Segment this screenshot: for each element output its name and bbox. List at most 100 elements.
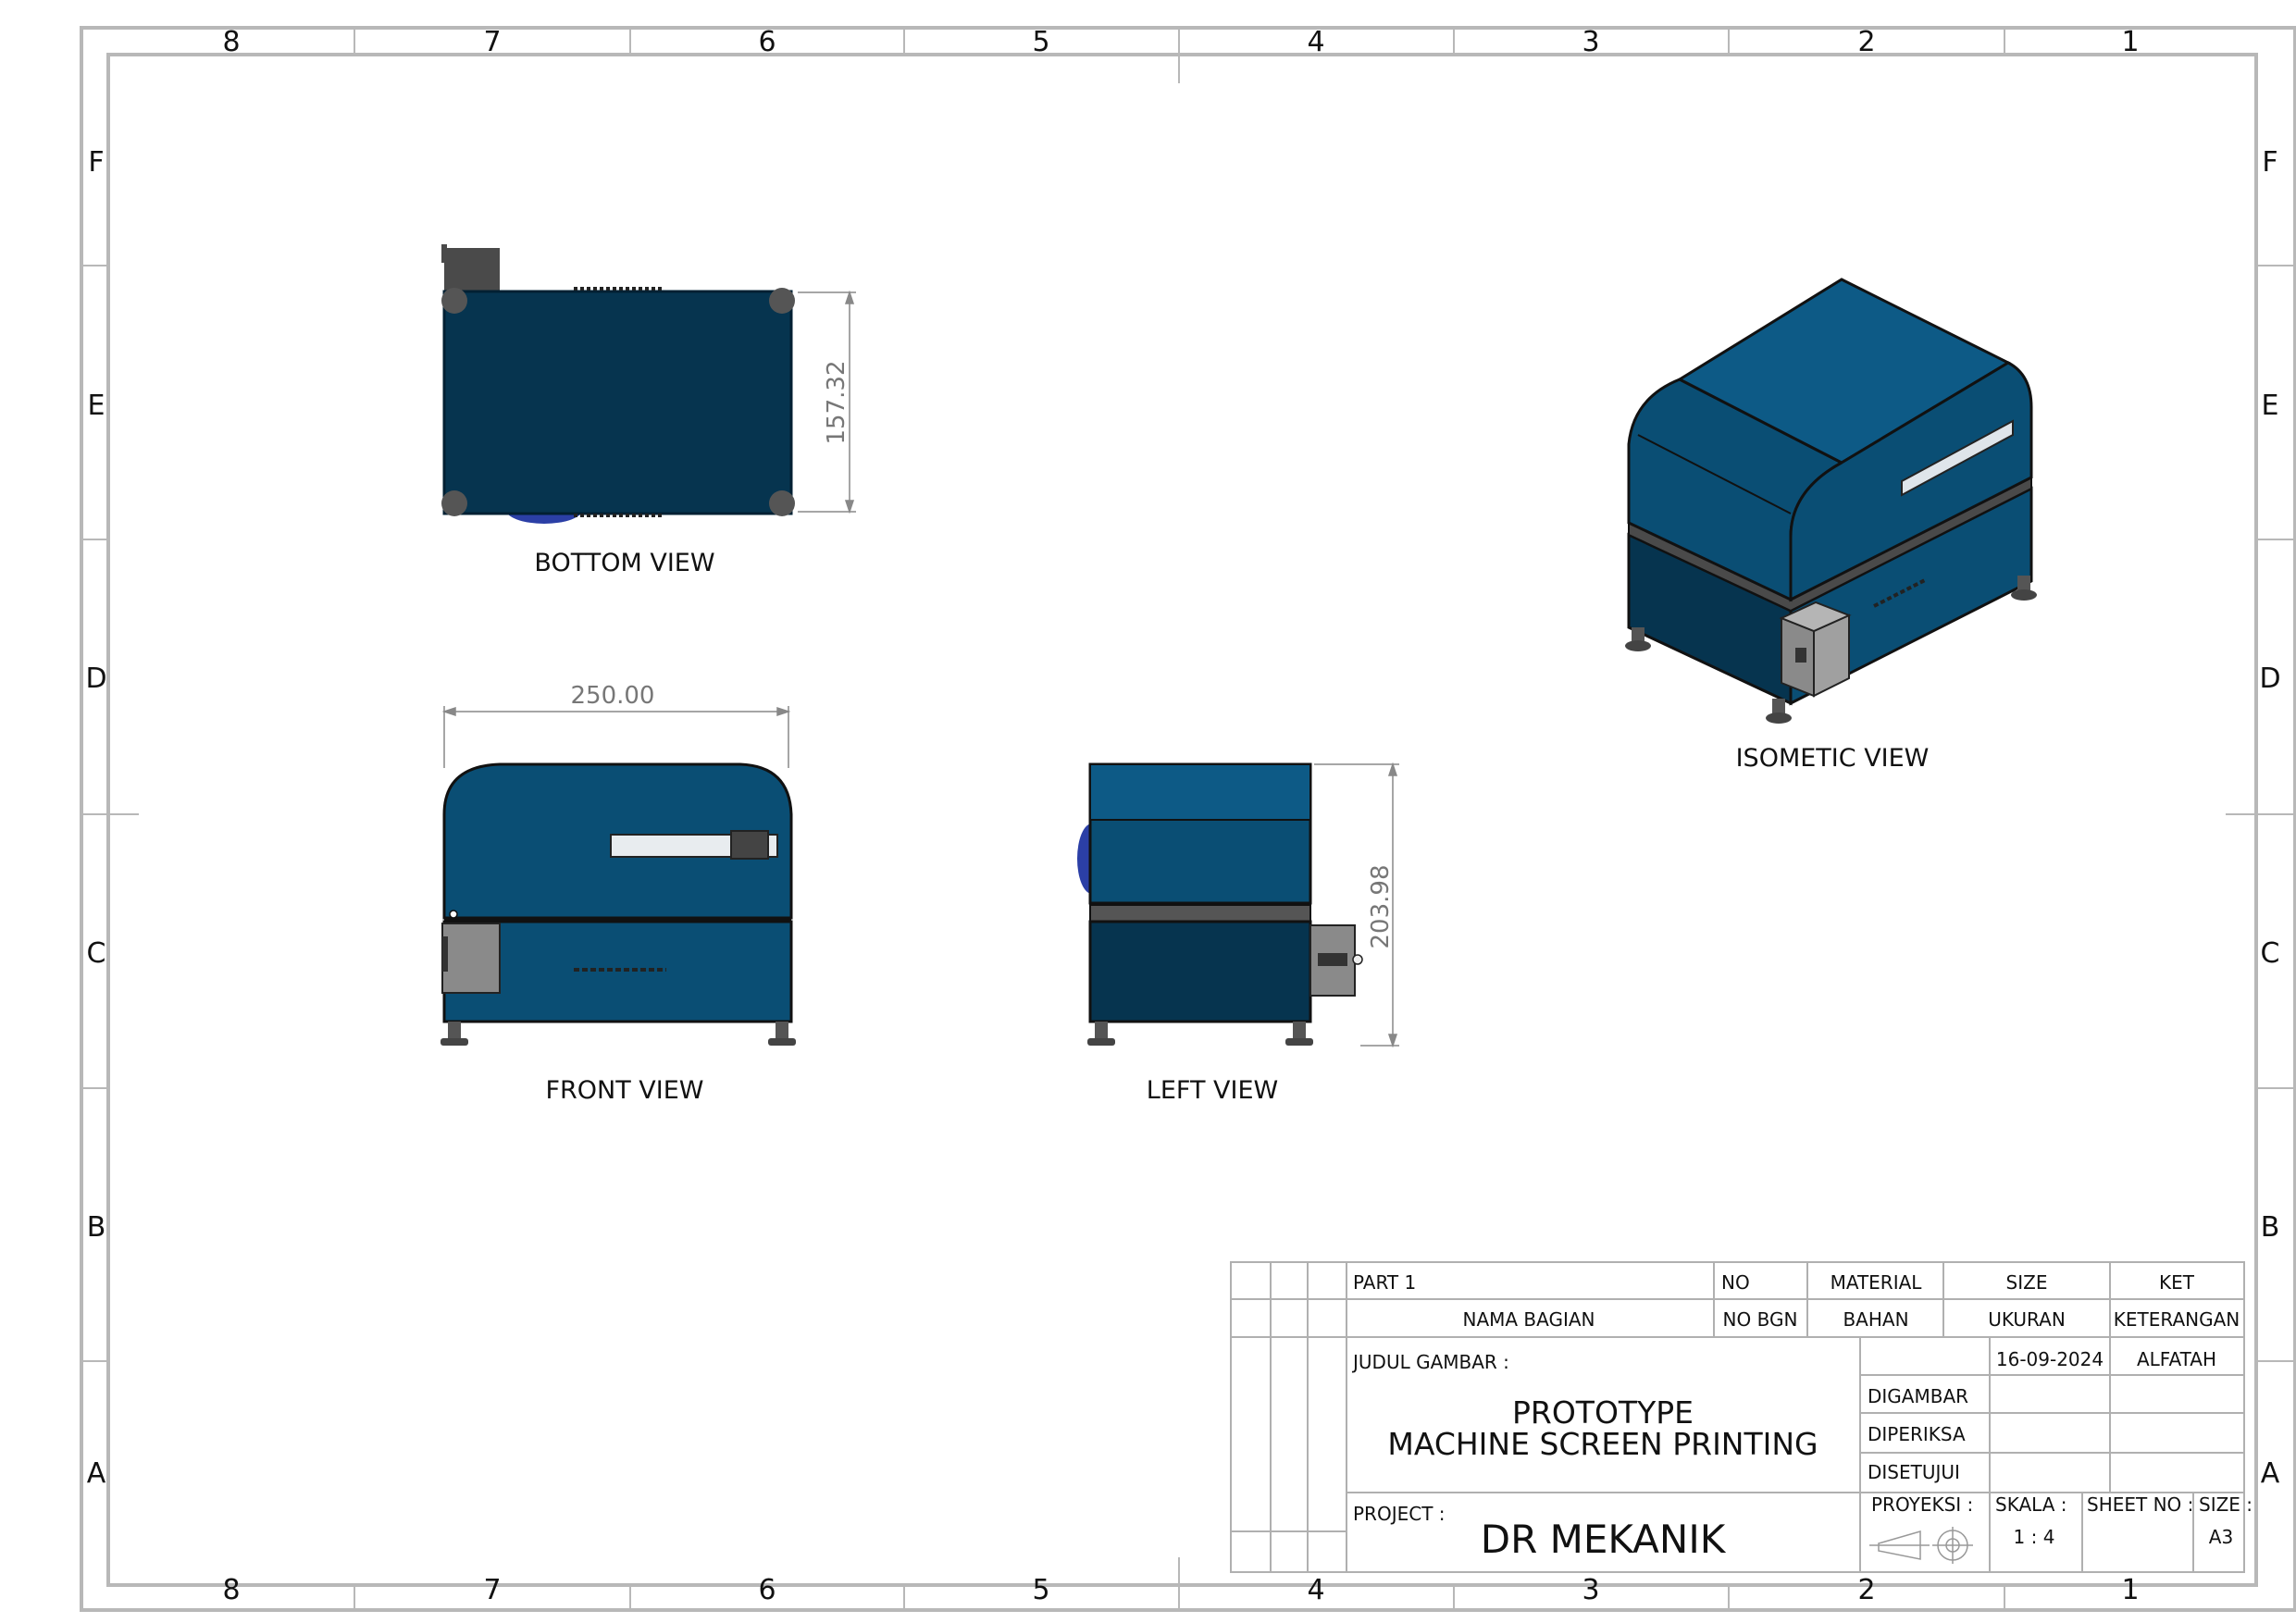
zone-dividers [81,28,2295,1610]
zone-col-5: 5 [1032,26,1049,58]
zone-col-4-bottom: 4 [1307,1574,1324,1606]
front-view-foot [441,1038,468,1046]
zone-col-2-bottom: 2 [1857,1574,1875,1606]
iso-foot [1632,627,1644,644]
tb-nama-bagian: NAMA BAGIAN [1462,1308,1595,1331]
front-view: 250.00 FRONT VIEW [441,682,796,1105]
left-view-foot [1087,1038,1115,1046]
bottom-view-foot [769,490,795,516]
tb-digambar: DIGAMBAR [1868,1385,1968,1407]
zone-row-b-right: B [2261,1211,2280,1244]
zone-row-f: F [88,146,104,179]
zone-labels-left: F E D C B A [85,146,106,1490]
tb-material: MATERIAL [1831,1271,1923,1294]
dimension-left-height-value: 203.98 [1367,865,1395,949]
left-view-control-knob [1318,953,1347,966]
zone-col-7: 7 [483,26,501,58]
bottom-view-body [442,290,793,515]
iso-foot [1772,699,1785,717]
left-view-foot [1285,1038,1313,1046]
iso-window [1901,419,2014,497]
front-view-bolt [449,910,458,919]
tb-keterangan: KETERANGAN [2114,1308,2240,1331]
left-view: 203.98 LEFT VIEW [1077,762,1399,1105]
dimension-bottom-depth-value: 157.32 [823,361,850,445]
zone-row-c: C [87,937,106,970]
front-view-foot [768,1038,796,1046]
front-view-leg [448,1022,461,1040]
left-view-lower-body [1088,920,1312,1023]
tb-skala-value: 1 : 4 [2014,1526,2055,1548]
zone-col-1: 1 [2121,26,2139,58]
dimension-front-width-value: 250.00 [571,682,655,710]
iso-hood-edge [1637,434,1792,514]
dimension-front-width [441,706,791,768]
tb-disetujui: DISETUJUI [1868,1461,1960,1483]
tb-ket: KET [2159,1271,2195,1294]
tb-project-name: DR MEKANIK [1481,1517,1727,1562]
tb-title-line1: PROTOTYPE [1512,1394,1694,1431]
zone-col-7-bottom: 7 [483,1574,501,1606]
zone-col-8-bottom: 8 [222,1574,240,1606]
bottom-view-label: BOTTOM VIEW [534,549,714,577]
outer-frame [80,26,2296,1612]
tb-date: 16-09-2024 [1996,1348,2104,1370]
iso-foot-pad [1625,640,1651,651]
left-view-leg [1293,1022,1306,1040]
title-block [1230,1261,2245,1573]
tb-project-label: PROJECT : [1353,1503,1446,1525]
tb-skala-label: SKALA : [1995,1493,2067,1516]
bottom-view: 157.32 BOTTOM VIEW [441,244,856,577]
tb-no-bgn: NO BGN [1723,1308,1798,1331]
iso-control-knob [1795,648,1806,663]
iso-label-strip [1873,578,1926,608]
isometric-view-label: ISOMETIC VIEW [1736,744,1930,773]
tb-judul-label: JUDUL GAMBAR : [1351,1351,1509,1373]
left-view-hood-top [1089,763,1311,821]
zone-row-d-right: D [2259,663,2280,695]
bottom-view-bracket [444,248,500,294]
tb-diperiksa: DIPERIKSA [1868,1423,1966,1445]
zone-labels-bottom: 8 7 6 5 4 3 2 1 [222,1574,2139,1606]
front-view-control-hinge [442,936,448,972]
zone-labels-right: F E D C B A [2259,146,2280,1490]
iso-foot [2017,576,2030,594]
zone-col-8: 8 [222,26,240,58]
front-view-leg [776,1022,788,1040]
iso-foot-pad [1766,712,1792,724]
title-block-text: PART 1 NO MATERIAL SIZE KET NAMA BAGIAN … [1351,1271,2253,1562]
zone-row-a: A [87,1457,106,1490]
front-view-control-box [441,923,501,994]
tb-sheet-no-label: SHEET NO : [2087,1493,2193,1516]
isometric-view: ISOMETIC VIEW [1625,278,2037,773]
zone-labels-top: 8 7 6 5 4 3 2 1 [222,26,2139,58]
zone-col-1-bottom: 1 [2121,1574,2139,1606]
zone-col-5-bottom: 5 [1032,1574,1049,1606]
tb-author: ALFATAH [2137,1348,2216,1370]
left-view-label: LEFT VIEW [1147,1076,1278,1105]
zone-row-e-right: E [2262,390,2279,422]
bottom-view-bracket-edge [441,244,447,263]
inner-frame [106,53,2258,1587]
tb-title-line2: MACHINE SCREEN PRINTING [1387,1426,1818,1462]
iso-control-box-top [1779,601,1852,633]
zone-row-e: E [88,390,105,422]
bottom-view-foot [441,288,467,314]
zone-row-a-right: A [2261,1457,2280,1490]
bottom-view-foot [441,490,467,516]
tb-no: NO [1721,1271,1750,1294]
tb-size-value: A3 [2209,1526,2233,1548]
zone-col-2: 2 [1857,26,1875,58]
zone-row-b: B [87,1211,106,1244]
front-view-window-handle [730,830,769,860]
left-view-frame [1089,904,1311,923]
dimension-left-height [1314,762,1399,1048]
dimension-bottom-depth [798,290,856,514]
zone-row-c-right: C [2261,937,2280,970]
left-view-leg [1095,1022,1108,1040]
front-view-label: FRONT VIEW [545,1076,703,1105]
tb-size-label: SIZE : [2199,1493,2253,1516]
tb-ukuran: UKURAN [1988,1308,2066,1331]
zone-row-f-right: F [2262,146,2277,179]
tb-part: PART 1 [1353,1271,1416,1294]
